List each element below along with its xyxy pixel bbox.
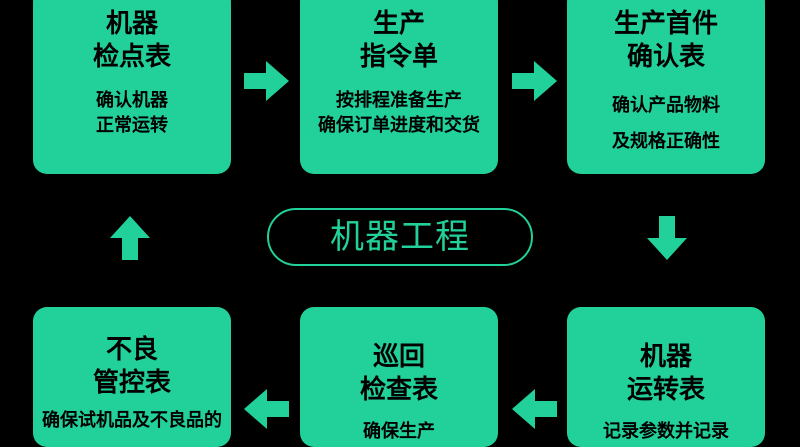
card-description: 按排程准备生产 确保订单进度和交货 xyxy=(318,90,480,136)
card-title: 生产首件 确认表 xyxy=(613,9,718,72)
card-description: 确认产品物料 及规格正确性 xyxy=(612,95,720,152)
card-title: 不良 管控表 xyxy=(92,335,171,398)
card-defect-control: 不良 管控表 确保试机品及不良品的 xyxy=(33,307,231,447)
card-description: 记录参数并记录 xyxy=(603,421,729,442)
card-title: 机器 检点表 xyxy=(92,9,171,72)
arrow-left-icon xyxy=(244,389,289,429)
card-machine-checklist: 机器 检点表 确认机器 正常运转 xyxy=(33,0,231,174)
card-first-article-confirmation: 生产首件 确认表 确认产品物料 及规格正确性 xyxy=(567,0,765,174)
arrow-up-icon xyxy=(110,216,150,260)
card-description: 确保生产 xyxy=(363,421,435,442)
card-production-order: 生产 指令单 按排程准备生产 确保订单进度和交货 xyxy=(300,0,498,174)
card-machine-operation: 机器 运转表 记录参数并记录 xyxy=(567,307,765,447)
card-patrol-inspection: 巡回 检查表 确保生产 xyxy=(300,307,498,447)
arrow-down-icon xyxy=(647,216,687,260)
card-description: 确保试机品及不良品的 xyxy=(42,410,222,431)
card-title: 巡回 检查表 xyxy=(359,342,438,405)
card-description: 确认机器 正常运转 xyxy=(96,90,168,136)
arrow-right-icon xyxy=(244,61,289,101)
card-title: 生产 指令单 xyxy=(359,9,438,72)
arrow-right-icon xyxy=(512,61,557,101)
center-label: 机器工程 xyxy=(267,208,533,266)
card-title: 机器 运转表 xyxy=(626,342,705,405)
arrow-left-icon xyxy=(512,389,557,429)
